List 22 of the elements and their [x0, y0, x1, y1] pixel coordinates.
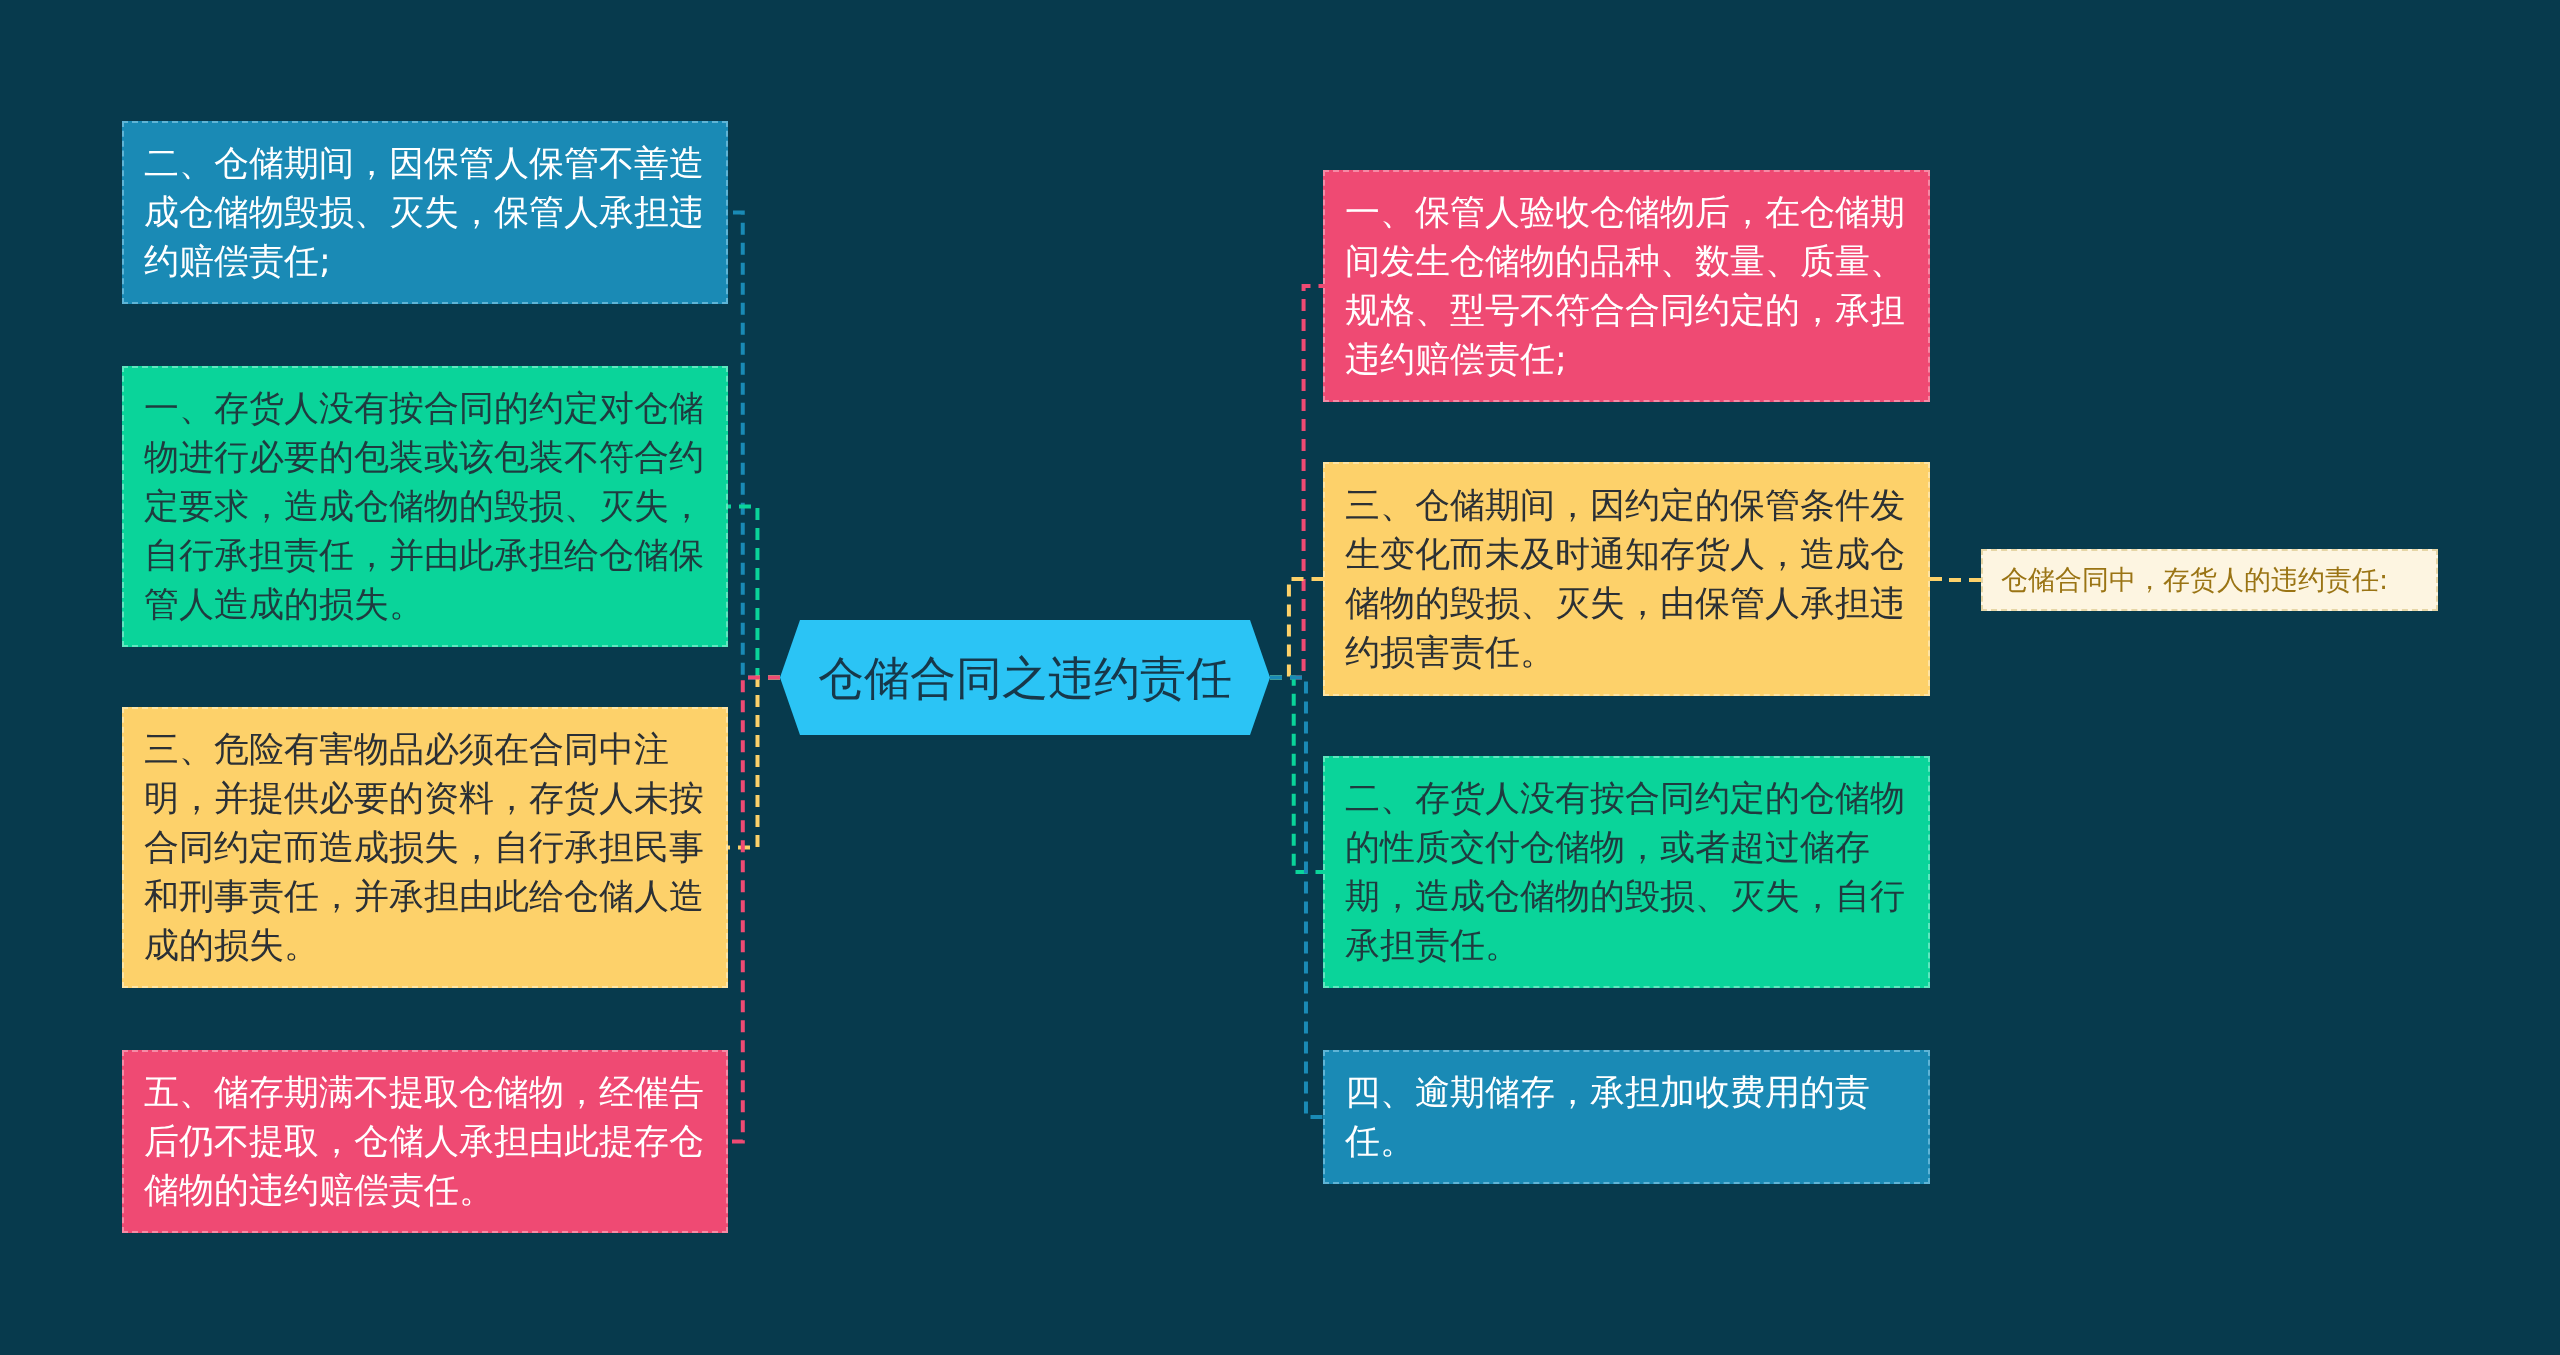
topic-text: 一、存货人没有按合同的约定对仓储物进行必要的包装或该包装不符合约定要求，造成仓储物的毁损、灭失，自行承担责任，并由此承担给仓储保管人造成的损失。 [144, 387, 705, 626]
topic-text: 五、储存期满不提取仓储物，经催告后仍不提取，仓储人承担由此提存仓储物的违约赔偿责任。 [144, 1071, 705, 1212]
topic-text: 仓储合同中，存货人的违约责任: [2001, 563, 2389, 597]
topic-text: 二、存货人没有按合同约定的仓储物的性质交付仓储物，或者超过储存期，造成仓储物的毁损、灭失，自行承担责任。 [1345, 777, 1906, 967]
connector [1930, 577, 1981, 582]
connector [1270, 675, 1323, 1119]
topic-box [1323, 462, 1930, 696]
topic-text: 二、仓储期间，因保管人保管不善造成仓储物毁损、灭失，保管人承担违约赔偿责任; [144, 142, 705, 283]
topic-text: 四、逾期储存，承担加收费用的责任。 [1345, 1071, 1871, 1163]
topic-box [122, 707, 728, 988]
topic-box [1323, 1050, 1930, 1184]
central-topic [780, 620, 1270, 735]
note-box [1981, 549, 2438, 611]
topic-box [122, 121, 728, 304]
topic-text: 三、仓储期间，因约定的保管条件发生变化而未及时通知存货人，造成仓储物的毁损、灭失，由保管人承担违约损害责任。 [1345, 484, 1906, 674]
topic-title: 仓储合同之违约责任 [818, 649, 1232, 707]
topic-box [122, 366, 728, 647]
topic-box [1323, 170, 1930, 402]
topic-box [122, 1050, 728, 1233]
topic-text: 三、危险有害物品必须在合同中注明，并提供必要的资料，存货人未按合同约定而造成损失，自行承担民事和刑事责任，并承担由此给仓储人造成的损失。 [144, 728, 705, 967]
topic-text: 一、保管人验收仓储物后，在仓储期间发生仓储物的品种、数量、质量、规格、型号不符合合同约定的，承担违约赔偿责任; [1345, 191, 1906, 381]
topic-box [1323, 756, 1930, 988]
